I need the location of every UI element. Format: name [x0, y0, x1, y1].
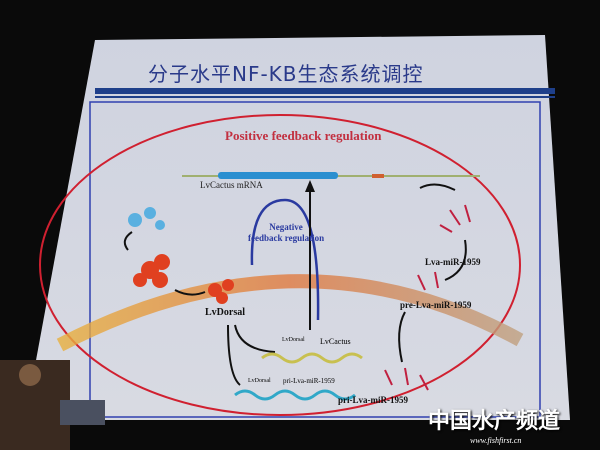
negative-feedback-arrow: [250, 198, 320, 321]
lvcactus-mrna-label: LvCactus mRNA: [200, 180, 263, 190]
podium-laptop: [60, 400, 105, 425]
negative-label-line2: feedback regulation: [248, 233, 325, 243]
gene2-name-label: pri-Lva-miR-1959: [283, 377, 335, 385]
gene1-promoter-label: LvDorsal: [282, 337, 305, 343]
pre-mir-label: pre-Lva-miR-1959: [400, 300, 472, 310]
lvcactus-gene-dna: [261, 352, 363, 364]
pri-mir-label: pri-Lva-miR-1959: [338, 395, 408, 405]
gene2-promoter-label: LvDorsal: [248, 378, 271, 384]
projection-screen: [25, 35, 570, 420]
lvdorsal-complex: [133, 254, 234, 304]
title-bar: [95, 88, 555, 94]
positive-feedback-loop: [39, 114, 521, 416]
mir-label: Lva-miR-1959: [425, 257, 481, 267]
lvdorsal-label: LvDorsal: [205, 307, 245, 318]
watermark-logo: 中国水产频道: [428, 409, 561, 434]
gene1-name-label: LvCactus: [320, 337, 351, 346]
slide-title: 分子水平NF-KB生态系统调控: [148, 62, 424, 86]
negative-label-line1: Negative: [269, 222, 303, 232]
mirna-hairpins: [384, 204, 471, 391]
watermark-url: www.fishfirst.cn: [470, 436, 522, 445]
lvcactus-protein: [128, 207, 165, 230]
positive-feedback-label: Positive feedback regulation: [225, 128, 382, 143]
mrna-coding-region: [218, 172, 338, 179]
mir-gene-dna: [234, 389, 356, 401]
diagram-frame: [89, 101, 541, 418]
nucleus-membrane: [56, 274, 524, 352]
